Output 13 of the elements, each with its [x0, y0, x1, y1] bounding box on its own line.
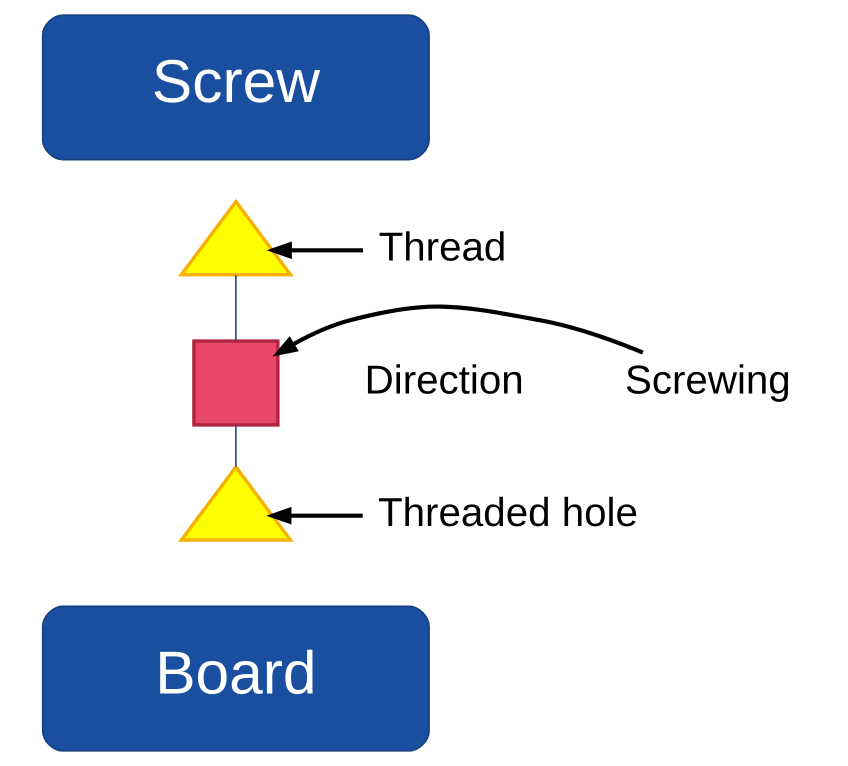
node-box: Screw	[42, 14, 430, 160]
node-box: Board	[42, 606, 430, 752]
node-text: Thread	[378, 224, 506, 270]
node-box	[192, 339, 280, 427]
node-triangle	[178, 464, 294, 542]
label: Direction	[364, 357, 524, 402]
arrow	[266, 506, 363, 525]
node-text: Screwing	[624, 357, 791, 402]
arrow	[266, 241, 364, 260]
arrow	[272, 304, 644, 357]
connector	[235, 275, 237, 341]
connector	[235, 426, 237, 467]
node-text: Threaded hole	[378, 490, 638, 536]
